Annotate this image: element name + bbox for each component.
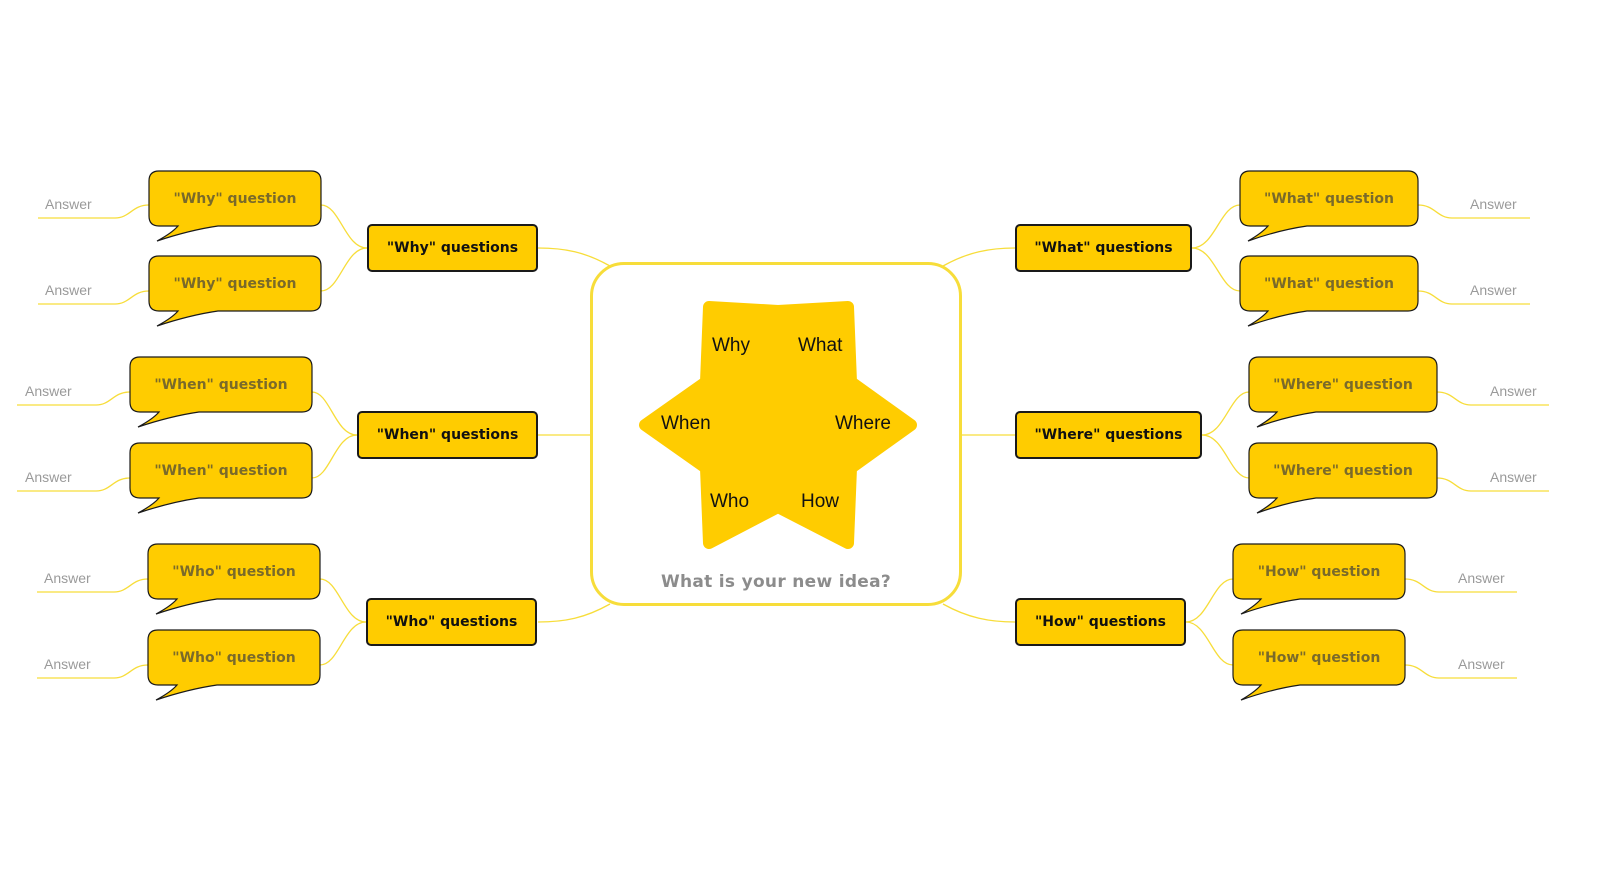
branch-how[interactable]: "How" questions bbox=[1015, 598, 1186, 646]
bubble-what-1 bbox=[1239, 170, 1419, 242]
question-what-2[interactable]: "What" question bbox=[1264, 275, 1394, 292]
answer-how-2[interactable]: Answer bbox=[1458, 656, 1505, 672]
answer-line-why-1 bbox=[38, 204, 150, 219]
question-who-1[interactable]: "Who" question bbox=[172, 563, 296, 580]
bubble-how-2 bbox=[1232, 629, 1406, 701]
answer-where-2[interactable]: Answer bbox=[1490, 469, 1537, 485]
star-label-who: Who bbox=[710, 491, 750, 512]
answer-why-1[interactable]: Answer bbox=[45, 196, 92, 212]
bubble-who-1 bbox=[147, 543, 321, 615]
connector-where-q1 bbox=[1201, 391, 1250, 436]
answer-line-what-2 bbox=[1417, 290, 1530, 305]
six-point-star-icon bbox=[639, 301, 917, 549]
question-how-1[interactable]: "How" question bbox=[1257, 563, 1381, 580]
bubble-when-2 bbox=[129, 442, 313, 514]
connector-who-q2 bbox=[319, 621, 367, 666]
answer-line-what-1 bbox=[1417, 204, 1530, 219]
connector-why-q1 bbox=[320, 204, 368, 249]
answer-line-where-2 bbox=[1436, 477, 1549, 492]
central-idea[interactable]: Why What When Where Who How What is your… bbox=[590, 262, 962, 606]
branch-what[interactable]: "What" questions bbox=[1015, 224, 1192, 272]
question-why-2[interactable]: "Why" question bbox=[173, 275, 297, 292]
question-when-1[interactable]: "When" question bbox=[154, 376, 288, 393]
star-label-where: Where bbox=[835, 413, 891, 434]
question-how-2[interactable]: "How" question bbox=[1257, 649, 1381, 666]
answer-what-1[interactable]: Answer bbox=[1470, 196, 1517, 212]
connector-why-q2 bbox=[320, 247, 368, 292]
star-label-why: Why bbox=[712, 335, 750, 356]
star-label-how: How bbox=[801, 491, 840, 512]
answer-who-2[interactable]: Answer bbox=[44, 656, 91, 672]
answer-why-2[interactable]: Answer bbox=[45, 282, 92, 298]
connector-how bbox=[942, 603, 1016, 623]
connector-how-q2 bbox=[1185, 621, 1234, 666]
connector-who-q1 bbox=[319, 578, 367, 623]
answer-line-when-2 bbox=[17, 477, 131, 492]
bubble-what-2 bbox=[1239, 255, 1419, 327]
branch-when[interactable]: "When" questions bbox=[357, 411, 538, 459]
star-label-what: What bbox=[798, 335, 843, 356]
connector-when-q2 bbox=[311, 434, 358, 479]
bubble-who-2 bbox=[147, 629, 321, 701]
answer-when-2[interactable]: Answer bbox=[25, 469, 72, 485]
connector-what-q2 bbox=[1191, 247, 1241, 292]
question-who-2[interactable]: "Who" question bbox=[172, 649, 296, 666]
bubble-why-2 bbox=[148, 255, 322, 327]
question-where-2[interactable]: "Where" question bbox=[1273, 462, 1413, 479]
connector-who bbox=[537, 603, 611, 623]
bubble-where-2 bbox=[1248, 442, 1438, 514]
bubble-when-1 bbox=[129, 356, 313, 428]
answer-when-1[interactable]: Answer bbox=[25, 383, 72, 399]
connector-what bbox=[942, 247, 1016, 267]
connectors bbox=[17, 204, 1549, 679]
question-bubbles bbox=[129, 170, 1438, 701]
answer-line-who-2 bbox=[37, 664, 149, 679]
connector-what-q1 bbox=[1191, 204, 1241, 249]
answer-line-who-1 bbox=[37, 578, 149, 593]
answer-line-when-1 bbox=[17, 391, 131, 406]
answer-line-why-2 bbox=[38, 290, 150, 305]
answer-line-where-1 bbox=[1436, 391, 1549, 406]
central-title: What is your new idea? bbox=[660, 572, 892, 592]
connector-why bbox=[537, 247, 611, 267]
question-what-1[interactable]: "What" question bbox=[1264, 190, 1394, 207]
connector-where-q2 bbox=[1201, 434, 1250, 479]
connector-how-q1 bbox=[1185, 578, 1234, 623]
branch-where[interactable]: "Where" questions bbox=[1015, 411, 1202, 459]
connector-when-q1 bbox=[311, 391, 358, 436]
bubble-why-1 bbox=[148, 170, 322, 242]
answer-line-how-1 bbox=[1404, 578, 1517, 593]
answer-how-1[interactable]: Answer bbox=[1458, 570, 1505, 586]
star-label-when: When bbox=[661, 413, 711, 434]
question-when-2[interactable]: "When" question bbox=[154, 462, 288, 479]
answer-who-1[interactable]: Answer bbox=[44, 570, 91, 586]
branch-why[interactable]: "Why" questions bbox=[367, 224, 538, 272]
bubble-where-1 bbox=[1248, 356, 1438, 428]
branch-who[interactable]: "Who" questions bbox=[366, 598, 537, 646]
bubble-how-1 bbox=[1232, 543, 1406, 615]
answer-what-2[interactable]: Answer bbox=[1470, 282, 1517, 298]
question-where-1[interactable]: "Where" question bbox=[1273, 376, 1413, 393]
answer-where-1[interactable]: Answer bbox=[1490, 383, 1537, 399]
answer-line-how-2 bbox=[1404, 664, 1517, 679]
question-why-1[interactable]: "Why" question bbox=[173, 190, 297, 207]
